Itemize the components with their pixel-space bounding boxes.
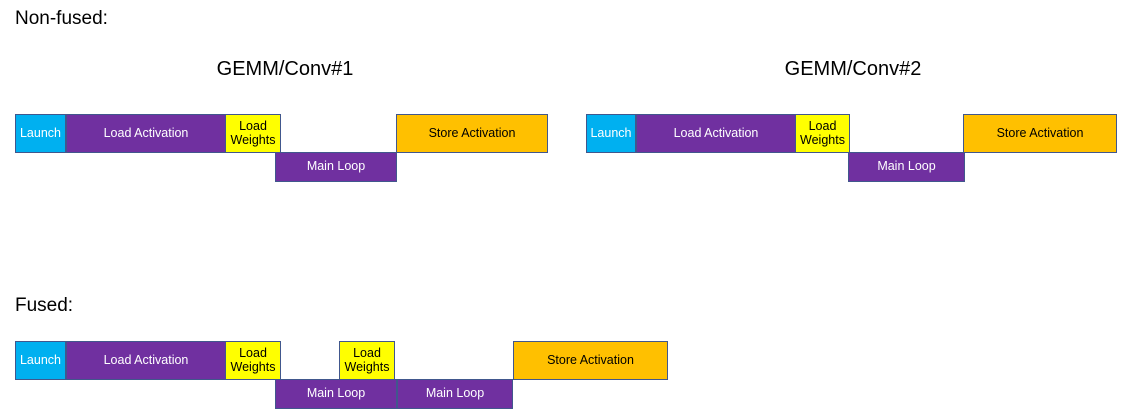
- bar-label: Load Weights: [230, 119, 276, 147]
- bar-main-loop: Main Loop: [848, 152, 965, 182]
- bar-launch: Launch: [586, 114, 636, 153]
- group-title-2: GEMM/Conv#2: [784, 58, 922, 80]
- bar-main-loop: Main Loop: [275, 379, 397, 409]
- bar-label: Load Activation: [103, 125, 189, 140]
- bar-load-activation: Load Activation: [66, 341, 226, 380]
- bar-label: Main Loop: [877, 159, 936, 174]
- bar-label: Main Loop: [425, 386, 485, 401]
- bar-label: Load Activation: [103, 352, 189, 367]
- bar-label: Load Activation: [673, 125, 759, 140]
- bar-label: Launch: [590, 125, 632, 140]
- group-title-1: GEMM/Conv#1: [216, 58, 354, 80]
- bar-store-activation: Store Activation: [513, 341, 668, 380]
- bar-label: Load Weights: [230, 346, 276, 374]
- bar-main-loop: Main Loop: [275, 152, 397, 182]
- bar-launch: Launch: [15, 341, 66, 380]
- bar-label: Main Loop: [306, 386, 366, 401]
- bar-label: Main Loop: [306, 159, 366, 174]
- bar-store-activation: Store Activation: [396, 114, 548, 153]
- section-label-fused: Fused:: [15, 295, 74, 316]
- bar-load-weights: Load Weights: [795, 114, 850, 153]
- bar-load-weights: Load Weights: [225, 114, 281, 153]
- bar-main-loop: Main Loop: [397, 379, 513, 409]
- bar-load-weights: Load Weights: [339, 341, 395, 380]
- bar-store-activation: Store Activation: [963, 114, 1117, 153]
- bar-label: Store Activation: [547, 352, 634, 367]
- bar-label: Load Weights: [344, 346, 390, 374]
- section-label-non-fused: Non-fused:: [15, 8, 108, 29]
- bar-load-activation: Load Activation: [66, 114, 226, 153]
- bar-label: Load Weights: [800, 119, 845, 147]
- bar-label: Store Activation: [996, 125, 1084, 140]
- bar-load-activation: Load Activation: [636, 114, 796, 153]
- bar-label: Launch: [19, 352, 61, 367]
- bar-launch: Launch: [15, 114, 66, 153]
- bar-label: Launch: [19, 125, 61, 140]
- bar-label: Store Activation: [428, 125, 516, 140]
- bar-load-weights: Load Weights: [225, 341, 281, 380]
